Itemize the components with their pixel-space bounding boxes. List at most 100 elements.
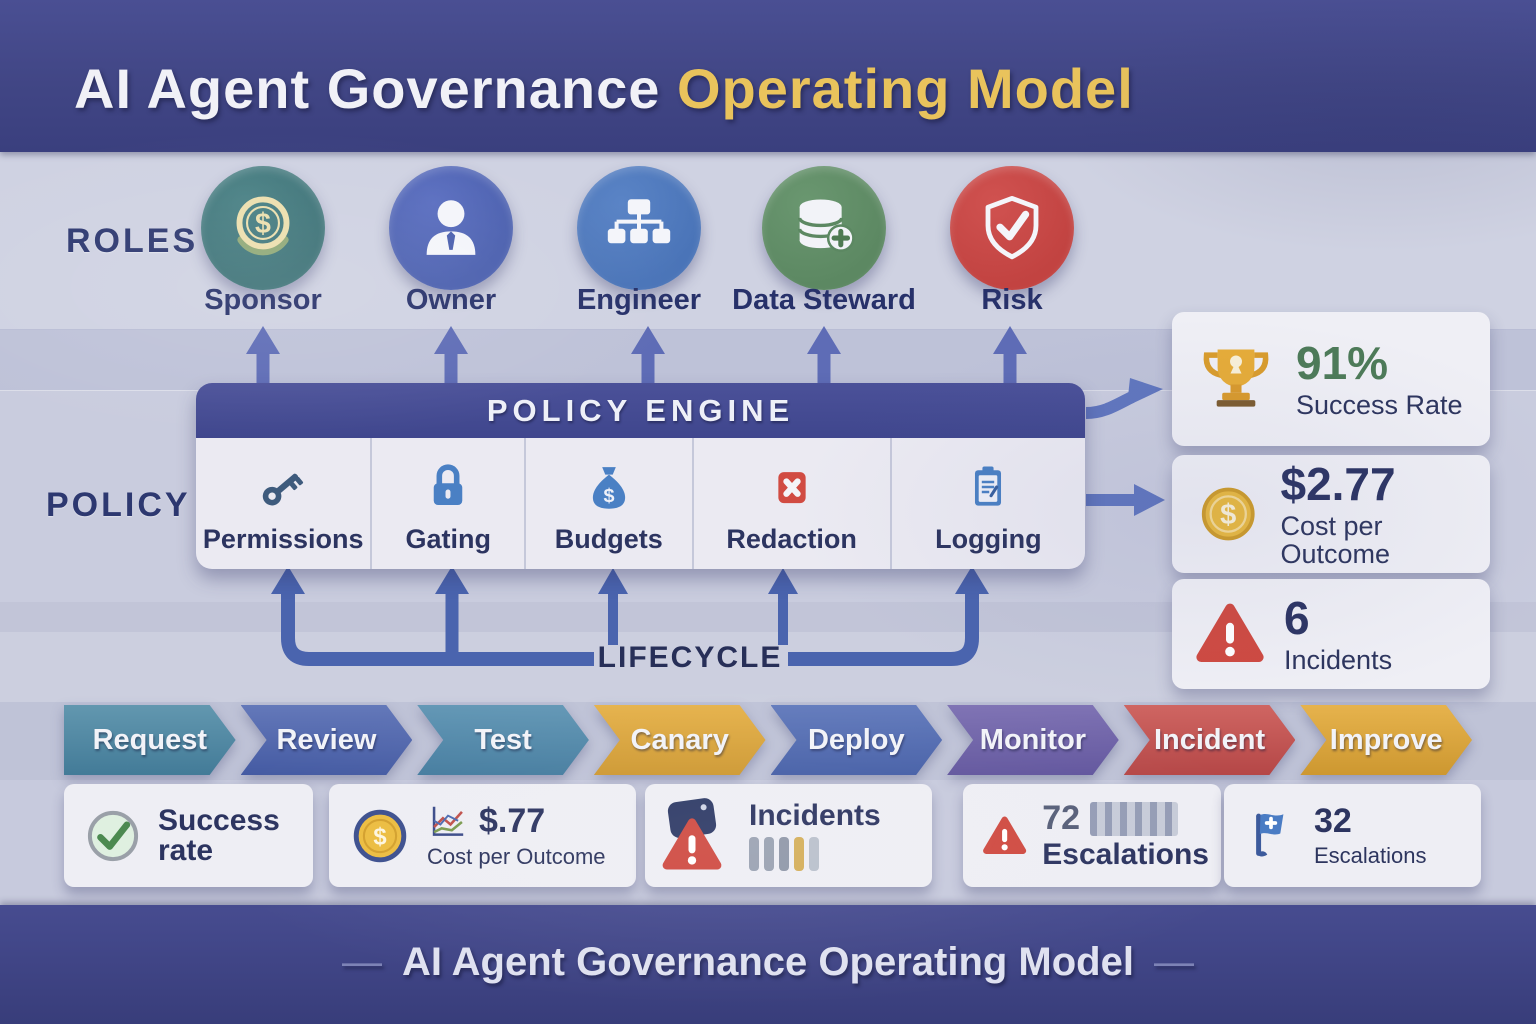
svg-text:$: $ (1220, 499, 1236, 531)
card-escalations-32: 32 Escalations (1224, 784, 1481, 887)
footer-dash: — (342, 940, 383, 984)
svg-text:$: $ (373, 823, 386, 850)
policy-item-budgets: $ Budgets (526, 438, 694, 569)
svg-text:$: $ (603, 485, 614, 507)
policy-engine-header: POLICY ENGINE (196, 383, 1085, 438)
policy-item-label: Gating (405, 524, 491, 554)
trophy-icon (1203, 349, 1269, 407)
metric-label: Incidents (1284, 644, 1393, 675)
stage-label: Canary (630, 723, 729, 756)
policy-item-label: Redaction (726, 524, 857, 554)
lifecycle-stages: Request Review Test Canary Deploy Monito… (64, 705, 1472, 775)
role-label-data-steward: Data Steward (732, 284, 916, 316)
role-risk (950, 166, 1074, 290)
mini-chart-icon (432, 806, 464, 836)
metric-label: Success Rate (1296, 389, 1463, 420)
stage-monitor: Monitor (947, 705, 1119, 775)
role-sponsor: $ (201, 166, 325, 290)
stripes-icon (1090, 801, 1179, 836)
stage-test: Test (417, 705, 589, 775)
metric-card-success-rate: 91% Success Rate (1172, 312, 1490, 446)
gold-coin-icon: $ (1201, 487, 1255, 541)
svg-text:$: $ (255, 208, 271, 240)
card-value: 32 (1314, 802, 1352, 841)
stage-improve: Improve (1300, 705, 1472, 775)
stage-label: Request (92, 723, 208, 756)
page-title-main: AI Agent Governance (74, 57, 661, 120)
shield-check-icon (985, 196, 1039, 260)
stage-review: Review (241, 705, 413, 775)
policy-engine-body: Permissions Gating $ Budgets (196, 438, 1085, 569)
key-icon (262, 473, 304, 506)
policy-item-redaction: Redaction (694, 438, 892, 569)
money-bag-icon: $ (592, 467, 625, 509)
stage-canary: Canary (594, 705, 766, 775)
card-cost-per-outcome: $ $.77 Cost per Outcome (329, 784, 636, 887)
role-data-steward (762, 166, 886, 290)
stage-label: Deploy (807, 723, 905, 756)
metric-card-cost-per-outcome: $ $2.77 Cost per Outcome (1172, 455, 1490, 573)
warning-triangle-icon (1196, 603, 1264, 662)
card-label: Escalations (1314, 842, 1427, 868)
policy-item-label: Budgets (554, 524, 663, 554)
card-label: Success rate (158, 803, 280, 867)
person-icon (426, 200, 476, 255)
card-label: Escalations (1042, 838, 1209, 872)
footer-dash: — (1153, 940, 1194, 984)
stage-label: Monitor (979, 723, 1087, 756)
metric-card-incidents: 6 Incidents (1172, 579, 1490, 689)
incident-icon-stack (661, 796, 737, 874)
warning-triangle-icon (983, 816, 1027, 854)
policy-item-gating: Gating (372, 438, 527, 569)
stage-request: Request (64, 705, 236, 775)
footer-title-text: AI Agent Governance Operating Model (402, 940, 1134, 984)
clipboard-icon (975, 466, 1002, 506)
page-title: AI Agent Governance Operating Model (74, 56, 1134, 121)
metric-value: 6 (1284, 591, 1310, 644)
metric-value: 91% (1296, 336, 1389, 389)
database-add-icon (797, 199, 855, 252)
policy-engine-title: POLICY ENGINE (486, 392, 795, 428)
stage-label: Test (474, 723, 532, 756)
header-band: AI Agent Governance Operating Model (0, 0, 1536, 152)
bars-icon (749, 836, 881, 871)
role-label-risk: Risk (981, 284, 1043, 316)
footer-title: — AI Agent Governance Operating Model — (0, 940, 1536, 985)
card-value: $.77 (479, 802, 546, 841)
stage-incident: Incident (1124, 705, 1296, 775)
lock-icon (433, 464, 463, 505)
policy-engine-panel: POLICY ENGINE Permissions (196, 383, 1085, 569)
policy-item-label: Logging (935, 524, 1042, 554)
policy-item-label: Permissions (202, 524, 364, 554)
metric-value: $2.77 (1280, 457, 1396, 510)
dollar-coin-icon: $ (236, 196, 290, 256)
page-title-accent: Operating Model (676, 57, 1134, 120)
role-engineer (577, 166, 701, 290)
card-incidents: Incidents (645, 784, 932, 887)
role-owner (389, 166, 513, 290)
card-label: Incidents (749, 798, 881, 832)
stage-deploy: Deploy (771, 705, 943, 775)
card-success-rate: Success rate (64, 784, 313, 887)
policy-section-label: POLICY (46, 486, 191, 524)
coin-ring-icon: $ (353, 809, 407, 862)
role-label-owner: Owner (405, 284, 497, 316)
lifecycle-label: LIFECYCLE (597, 641, 783, 674)
stage-label: Incident (1153, 723, 1266, 756)
metric-label: Cost per Outcome (1280, 510, 1391, 570)
roles-section-label: ROLES (66, 222, 199, 260)
card-value: 72 (1042, 798, 1081, 837)
stage-label: Review (276, 723, 377, 756)
policy-item-logging: Logging (892, 438, 1085, 569)
role-label-engineer: Engineer (576, 284, 702, 316)
footer-band (0, 905, 1536, 1024)
org-chart-icon (607, 199, 671, 244)
policy-item-permissions: Permissions (196, 438, 373, 569)
x-square-icon (778, 472, 806, 504)
flag-icon (1256, 813, 1284, 856)
role-label-sponsor: Sponsor (204, 284, 322, 316)
warning-triangle-icon (662, 817, 722, 869)
card-escalations-72: 72 Escalations (963, 784, 1221, 887)
